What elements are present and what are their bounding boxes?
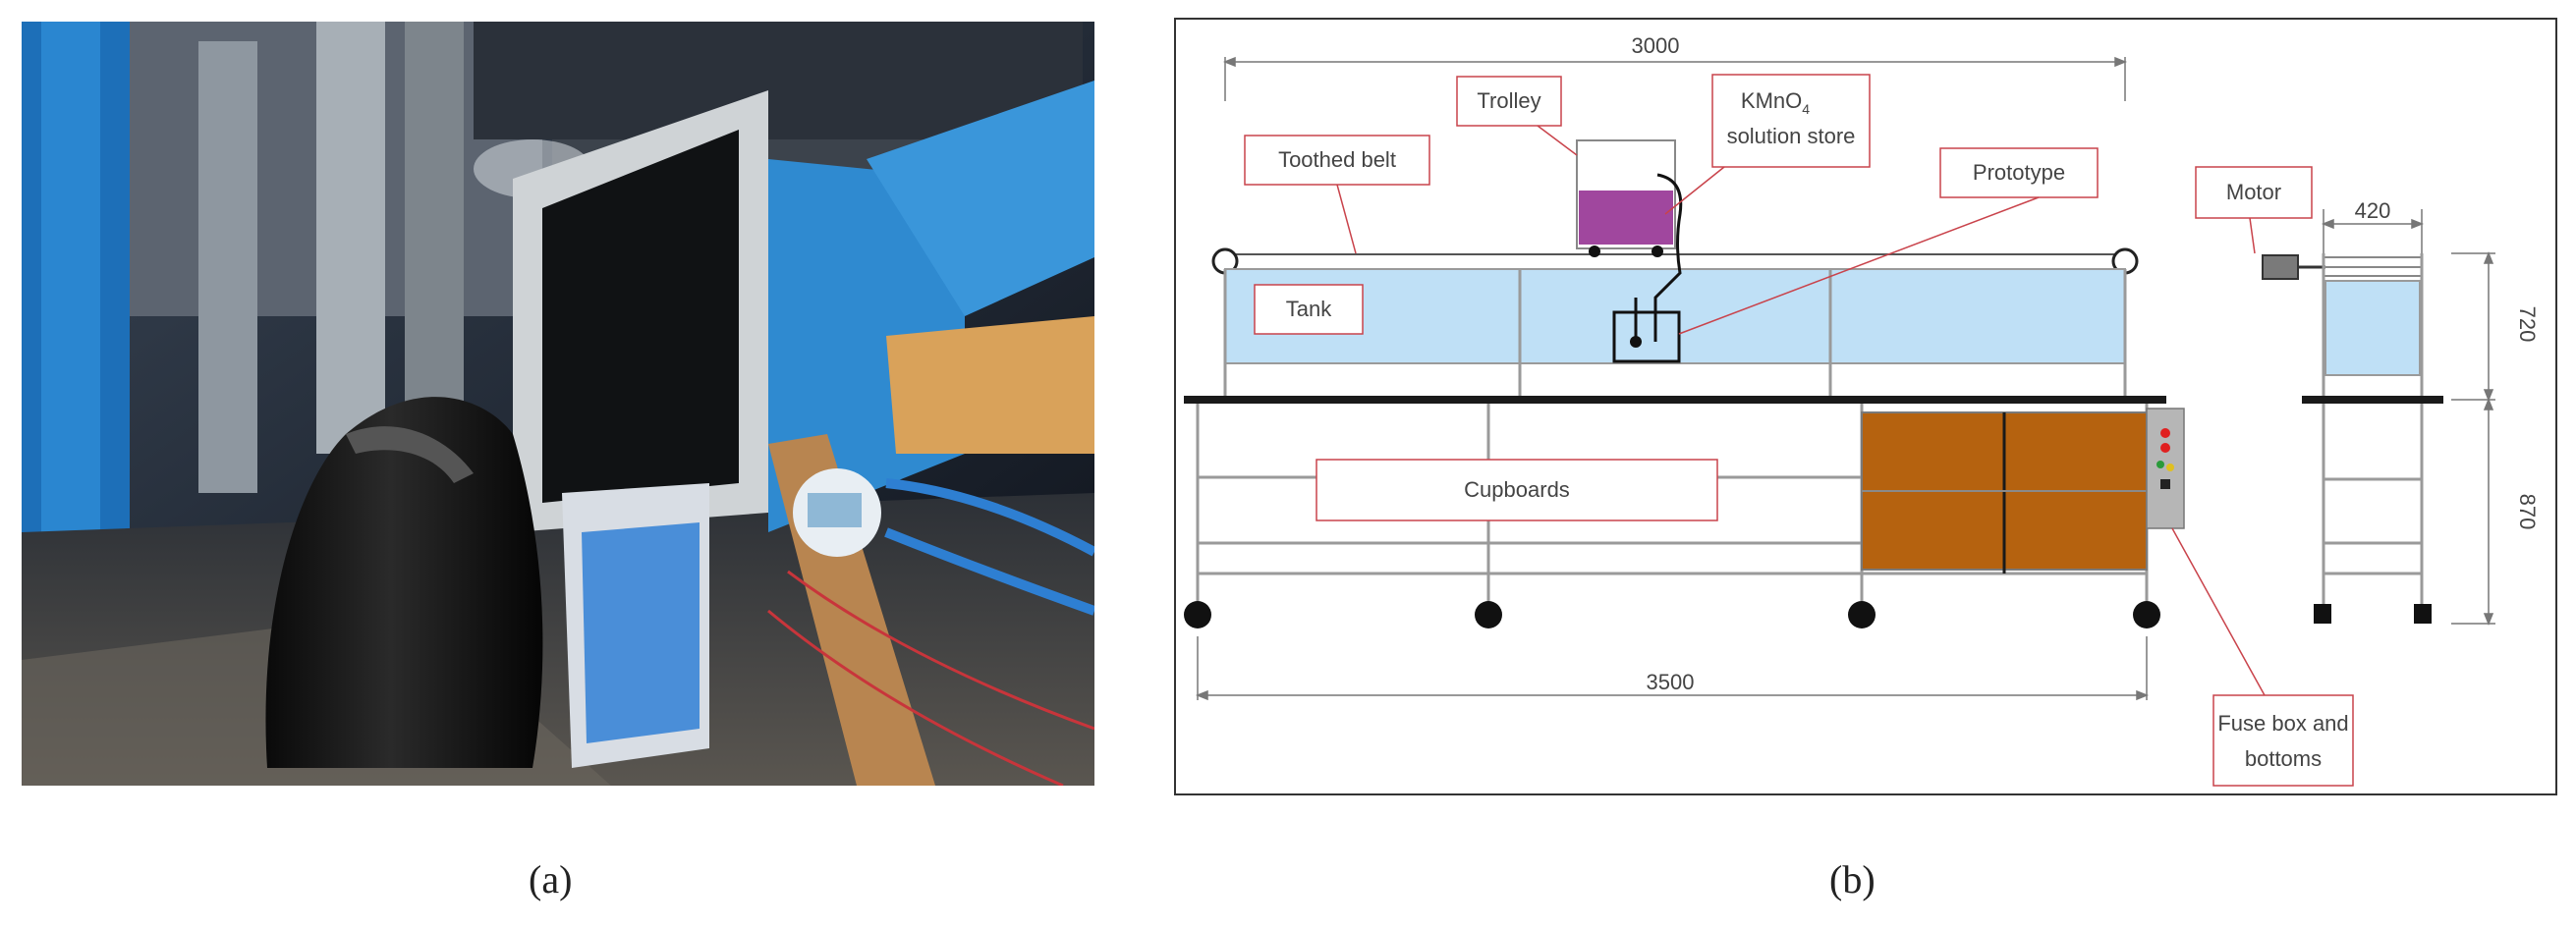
- label-trolley: Trolley: [1456, 76, 1578, 156]
- motor: [2262, 254, 2299, 280]
- caption-a: (a): [529, 857, 573, 902]
- dimension-bottom-value: 3500: [1647, 670, 1695, 694]
- caption-b: (b): [1829, 857, 1876, 902]
- tank: [1223, 268, 2127, 396]
- side-view: 420: [2262, 198, 2540, 627]
- label-cupboards: Cupboards: [1316, 459, 1718, 521]
- svg-text:solution store: solution store: [1727, 124, 1856, 148]
- svg-text:Motor: Motor: [2226, 180, 2281, 204]
- dimension-side-width: 420: [2355, 198, 2391, 223]
- svg-text:bottoms: bottoms: [2245, 746, 2322, 771]
- prototype-model: [1612, 310, 1681, 363]
- label-toothed-belt: Toothed belt: [1244, 135, 1430, 254]
- svg-text:Fuse box and: Fuse box and: [2217, 711, 2348, 736]
- svg-text:Cupboards: Cupboards: [1464, 477, 1570, 502]
- table-top: [1184, 396, 2166, 404]
- label-fuse-box: Fuse box and bottoms: [2171, 527, 2354, 787]
- test-rig-diagram: 3000: [1174, 18, 2557, 795]
- label-prototype: Prototype: [1678, 147, 2099, 335]
- solution-tube: [1653, 173, 1683, 342]
- dimension-lower-height: 870: [2515, 494, 2540, 530]
- svg-text:Prototype: Prototype: [1973, 160, 2065, 185]
- cupboards-doors: [1861, 411, 2148, 574]
- diagram-svg: 3000: [1174, 18, 2557, 795]
- laboratory-photo: [22, 22, 1094, 786]
- svg-text:Tank: Tank: [1286, 297, 1332, 321]
- photo-illustration: [22, 22, 1094, 786]
- dimension-bottom: [1195, 636, 2150, 701]
- label-motor: Motor: [2195, 166, 2313, 254]
- label-tank: Tank: [1254, 284, 1364, 335]
- trolley: [1576, 139, 1676, 257]
- svg-text:KMnO4: KMnO4: [1741, 88, 1810, 117]
- svg-text:Toothed belt: Toothed belt: [1278, 147, 1396, 172]
- dimension-upper-height: 720: [2515, 306, 2540, 343]
- dimension-top-value: 3000: [1632, 33, 1680, 58]
- label-kmno4-store: KMnO4 solution store: [1664, 74, 1871, 215]
- svg-text:Trolley: Trolley: [1477, 88, 1540, 113]
- fuse-box: [2146, 408, 2185, 529]
- wheels: [1184, 601, 2160, 628]
- dimension-top: [1222, 56, 2128, 101]
